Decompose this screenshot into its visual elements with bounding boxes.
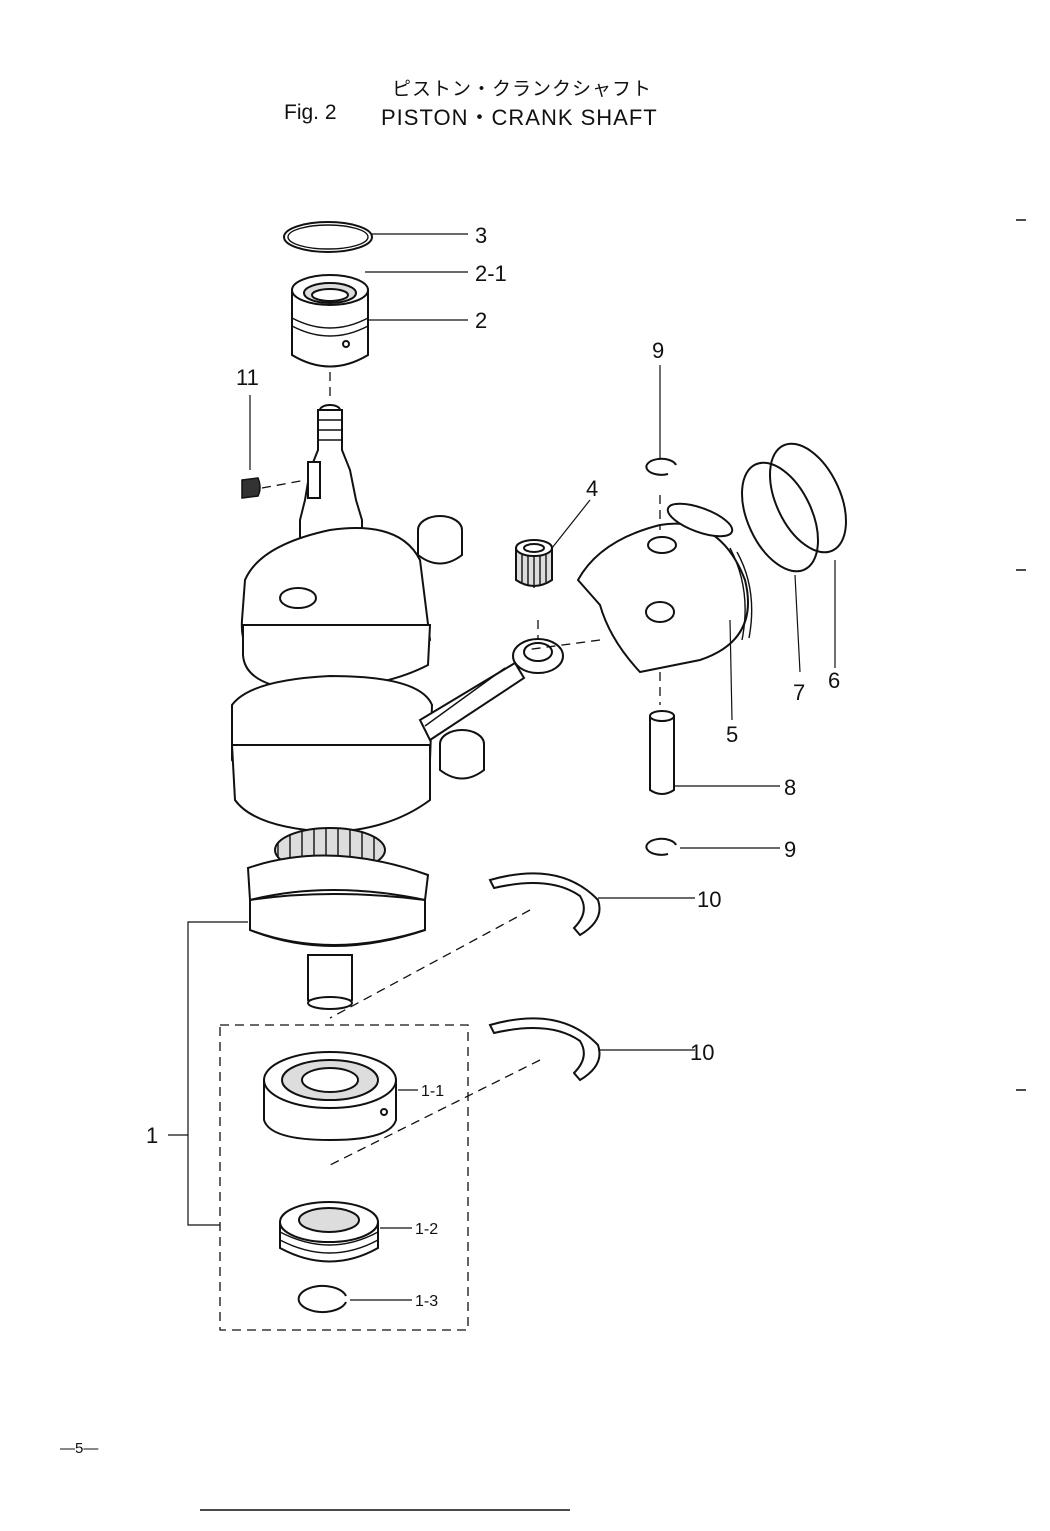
- part-2-1-needle-bearing: [303, 282, 357, 304]
- callout-2: 2: [475, 308, 487, 333]
- callout-4: 4: [586, 476, 598, 501]
- part-10-thrust-washer-top: [329, 872, 601, 1019]
- crankshaft: [230, 372, 485, 1010]
- leader-lines: [168, 233, 836, 1301]
- callout-3: 3: [475, 223, 487, 248]
- title-japanese: ピストン・クランクシャフト: [392, 78, 653, 100]
- callout-7: 7: [793, 680, 805, 705]
- part-1-1-ball-bearing: [263, 1051, 397, 1142]
- part-9-circlip-top: [645, 457, 677, 476]
- part-1-2-oil-seal: [279, 1201, 379, 1263]
- callout-1-1: 1-1: [421, 1083, 444, 1100]
- callout-1-2: 1-2: [415, 1221, 438, 1238]
- part-4-small-end-bearing: [515, 539, 553, 588]
- callout-5: 5: [726, 722, 738, 747]
- figure-number: Fig. 2: [284, 101, 337, 124]
- connecting-rod: [418, 620, 564, 742]
- callout-1: 1: [146, 1123, 158, 1148]
- callout-8: 8: [784, 775, 796, 800]
- part-3-o-ring: [283, 221, 373, 253]
- page-number: —5—: [60, 1440, 99, 1457]
- part-9-circlip-bottom: [645, 837, 677, 856]
- callout-6: 6: [828, 668, 840, 693]
- margin-tick-marks: [1016, 219, 1026, 1091]
- callout-1-3: 1-3: [415, 1293, 438, 1310]
- part-5-piston: [524, 495, 753, 705]
- part-10-thrust-washer-bottom: [329, 1017, 601, 1166]
- figure-title: PISTON・CRANK SHAFT: [381, 105, 658, 130]
- part-8-piston-pin: [649, 710, 675, 795]
- callout-9-top: 9: [652, 338, 664, 363]
- callout-10-top: 10: [697, 887, 721, 912]
- kit-boundary-box: [219, 1024, 469, 1331]
- part-7-piston-ring: [741, 461, 819, 573]
- callout-11: 11: [236, 365, 259, 390]
- part-1-3-snap-ring: [297, 1285, 347, 1313]
- part-6-piston-ring: [769, 442, 847, 554]
- callout-9-bottom: 9: [784, 837, 796, 862]
- callout-10-bottom: 10: [690, 1040, 714, 1065]
- part-11-woodruff-key: [241, 395, 307, 499]
- callout-2-1: 2-1: [475, 261, 507, 286]
